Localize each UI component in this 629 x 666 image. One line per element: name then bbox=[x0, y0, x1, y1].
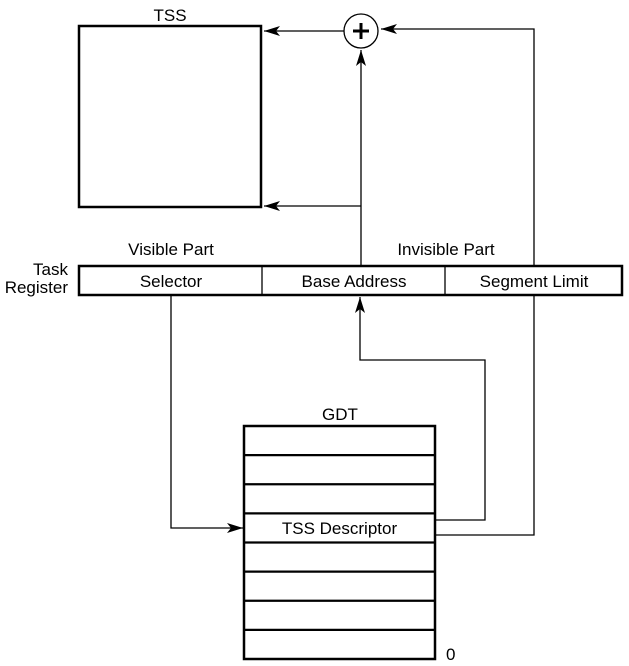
task-register-label-line2: Register bbox=[5, 278, 69, 297]
task-register-box bbox=[77, 264, 624, 297]
visible-part-label: Visible Part bbox=[128, 240, 214, 259]
gdt-row-tss-descriptor: TSS Descriptor bbox=[282, 519, 398, 538]
selector-to-descriptor-arrow bbox=[170, 295, 243, 533]
tss-box bbox=[77, 24, 263, 209]
base-address-field: Base Address bbox=[302, 272, 407, 291]
selector-field: Selector bbox=[140, 272, 203, 291]
gdt-label: GDT bbox=[322, 405, 358, 424]
descriptor-to-limit-line bbox=[436, 295, 535, 536]
plus-icon bbox=[353, 23, 369, 39]
gdt-rows: TSS Descriptor bbox=[244, 454, 435, 631]
gdt-index-zero: 0 bbox=[446, 645, 455, 664]
segment-limit-field: Segment Limit bbox=[480, 272, 589, 291]
limit-to-adder-arrow bbox=[381, 24, 535, 266]
descriptor-to-base-arrow bbox=[355, 297, 486, 521]
invisible-part-label: Invisible Part bbox=[397, 240, 495, 259]
tss-label: TSS bbox=[153, 6, 186, 25]
task-register-label-line1: Task bbox=[33, 260, 68, 279]
